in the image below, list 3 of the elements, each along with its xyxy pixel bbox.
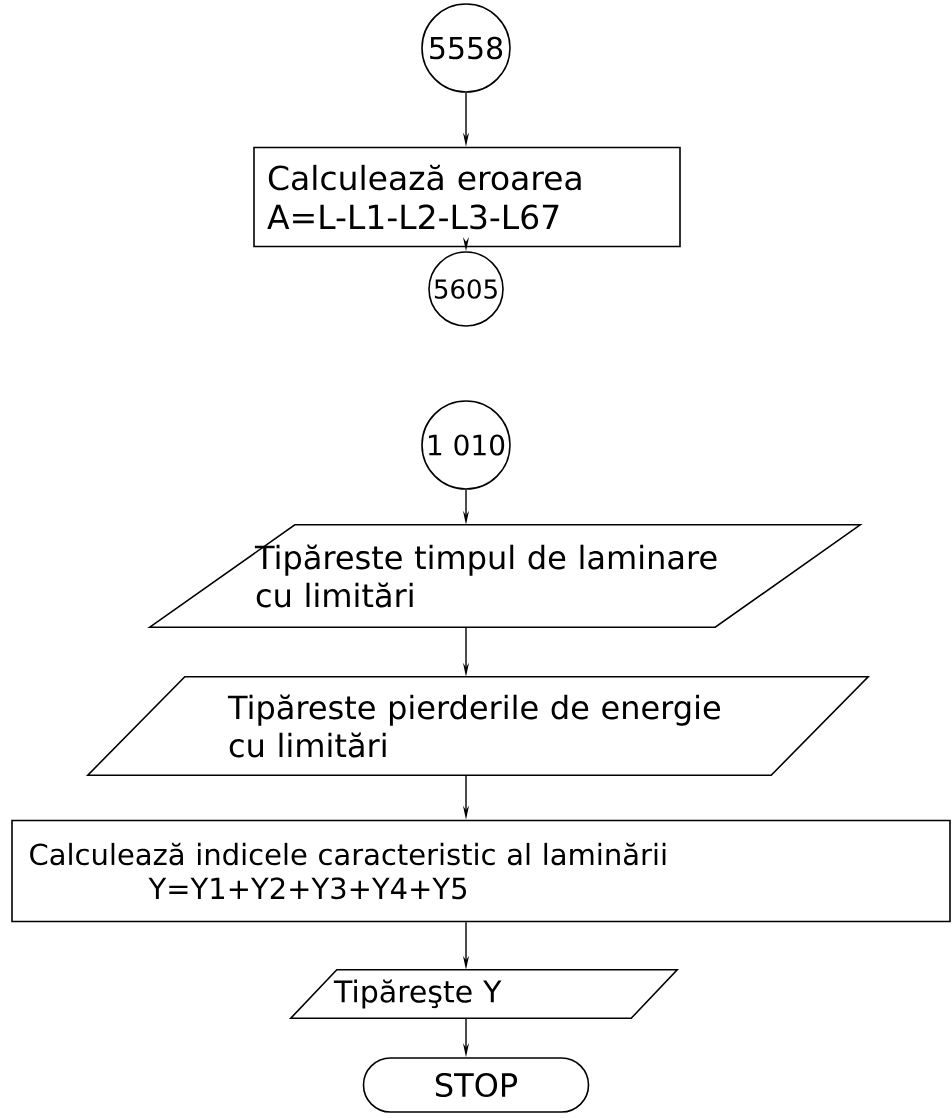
terminal-box: STOP <box>362 1057 590 1113</box>
process-box: Calculează indicele caracteristic al laminării Y=Y1+Y2+Y3+Y4+Y5 <box>11 819 951 923</box>
process-box: Calculează eroarea A=L-L1-L2-L3-L67 <box>253 146 681 248</box>
